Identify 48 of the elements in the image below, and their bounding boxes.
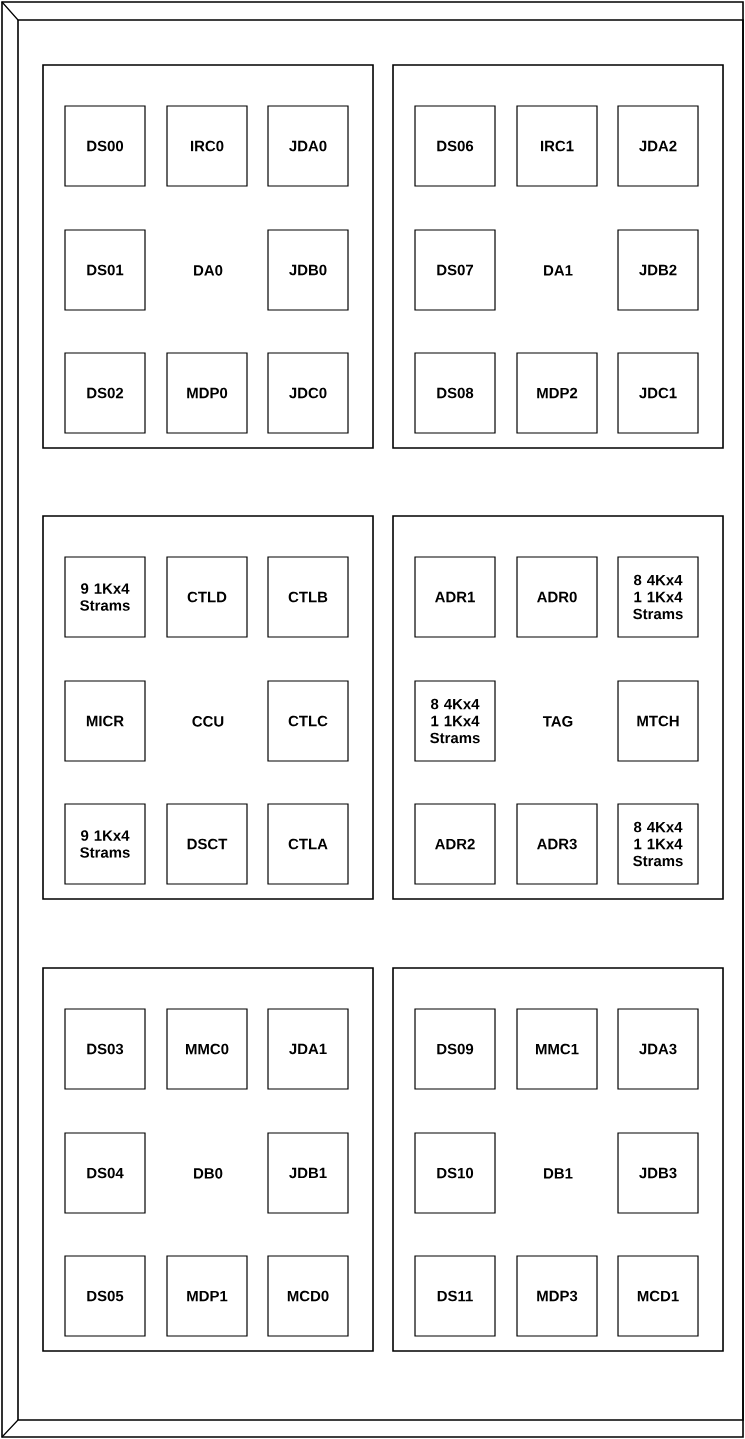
chip-box: MDP2 — [516, 352, 598, 434]
chip-box: MCD1 — [617, 1255, 699, 1337]
chip-box: DS05 — [64, 1255, 146, 1337]
chip-box: IRC0 — [166, 105, 248, 187]
chip-box: DS08 — [414, 352, 496, 434]
chip-box: 9 1Kx4 Strams — [64, 803, 146, 885]
chip-box: JDB3 — [617, 1132, 699, 1214]
chip-box: ADR0 — [516, 556, 598, 638]
chip-box: DS07 — [414, 229, 496, 311]
chip-box: JDB0 — [267, 229, 349, 311]
chip-box: MDP1 — [166, 1255, 248, 1337]
chip-box: DSCT — [166, 803, 248, 885]
chip-box: 8 4Kx4 1 1Kx4 Strams — [414, 680, 496, 762]
chip-box: CTLA — [267, 803, 349, 885]
chip-box: JDA2 — [617, 105, 699, 187]
chip-box: MMC0 — [166, 1008, 248, 1090]
chip-box: JDC0 — [267, 352, 349, 434]
chip-box: JDC1 — [617, 352, 699, 434]
chip-box: DS01 — [64, 229, 146, 311]
chip-box: MCD0 — [267, 1255, 349, 1337]
chip-box: MMC1 — [516, 1008, 598, 1090]
chip-box: DS10 — [414, 1132, 496, 1214]
chip-box: DS09 — [414, 1008, 496, 1090]
chip-box: MDP3 — [516, 1255, 598, 1337]
chip-box: DS03 — [64, 1008, 146, 1090]
chip-box: MICR — [64, 680, 146, 762]
chip-box: CTLC — [267, 680, 349, 762]
chip-box: DS04 — [64, 1132, 146, 1214]
chip-box: DS00 — [64, 105, 146, 187]
chip-box: JDB2 — [617, 229, 699, 311]
chip-box: JDB1 — [267, 1132, 349, 1214]
chip-box: JDA0 — [267, 105, 349, 187]
chip-box: ADR1 — [414, 556, 496, 638]
chip-box: DS11 — [414, 1255, 496, 1337]
chip-box: 9 1Kx4 Strams — [64, 556, 146, 638]
chip-box: IRC1 — [516, 105, 598, 187]
chip-box: ADR3 — [516, 803, 598, 885]
chip-box: 8 4Kx4 1 1Kx4 Strams — [617, 556, 699, 638]
chip-box: ADR2 — [414, 803, 496, 885]
chip-box: MTCH — [617, 680, 699, 762]
chip-box: JDA1 — [267, 1008, 349, 1090]
chip-box: DS06 — [414, 105, 496, 187]
chip-box: JDA3 — [617, 1008, 699, 1090]
chip-box: DS02 — [64, 352, 146, 434]
chip-box: CTLD — [166, 556, 248, 638]
chip-box: CTLB — [267, 556, 349, 638]
chip-box: MDP0 — [166, 352, 248, 434]
chip-box: 8 4Kx4 1 1Kx4 Strams — [617, 803, 699, 885]
